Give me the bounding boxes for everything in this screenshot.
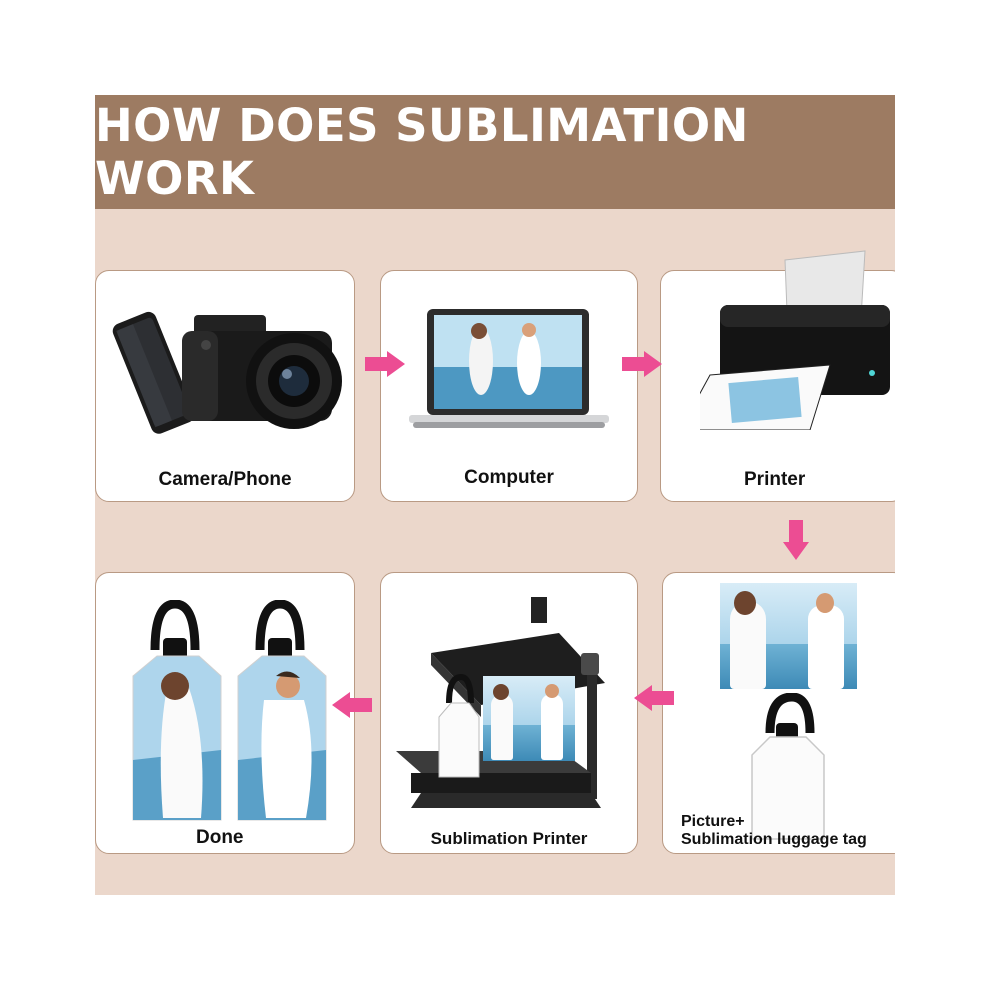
step-computer-card: Computer <box>380 270 638 502</box>
title-banner: HOW DOES SUBLIMATION WORK <box>95 95 895 209</box>
luggage-tag-icon <box>237 600 327 821</box>
transfer-photo <box>483 676 575 761</box>
arrow-icon <box>365 351 405 377</box>
step-sublimation-printer-card: Sublimation Printer <box>380 572 638 854</box>
infographic-panel: HOW DOES SUBLIMATION WORK Camera/Phone <box>95 95 895 895</box>
printer-icon <box>700 250 890 430</box>
step-computer-label: Computer <box>464 467 554 488</box>
heat-press-icon <box>396 597 605 808</box>
step-sublimation-printer-label: Sublimation Printer <box>430 829 588 848</box>
picture-photo <box>720 583 857 689</box>
camera-icon <box>182 315 342 429</box>
arrow-icon <box>332 692 372 718</box>
luggage-tag-icon <box>132 600 222 821</box>
luggage-tag-icon <box>751 693 825 840</box>
step-done-label: Done <box>196 827 244 848</box>
blank-tag-icon <box>438 673 480 778</box>
step-camera-card: Camera/Phone <box>95 270 355 502</box>
arrow-icon <box>783 520 809 560</box>
step-done-card: Done <box>95 572 355 854</box>
page-title: HOW DOES SUBLIMATION WORK <box>95 99 749 205</box>
arrow-icon <box>622 351 662 377</box>
step-picture-label-line2: Sublimation luggage tag <box>681 831 867 848</box>
step-picture-card: Picture+ Sublimation luggage tag <box>662 572 895 854</box>
step-camera-label: Camera/Phone <box>158 469 292 490</box>
smartphone-icon <box>112 311 195 434</box>
step-picture-label-line1: Picture+ <box>681 813 745 830</box>
step-printer-label: Printer <box>744 469 806 490</box>
laptop-icon <box>409 309 609 428</box>
arrow-icon <box>634 685 674 711</box>
